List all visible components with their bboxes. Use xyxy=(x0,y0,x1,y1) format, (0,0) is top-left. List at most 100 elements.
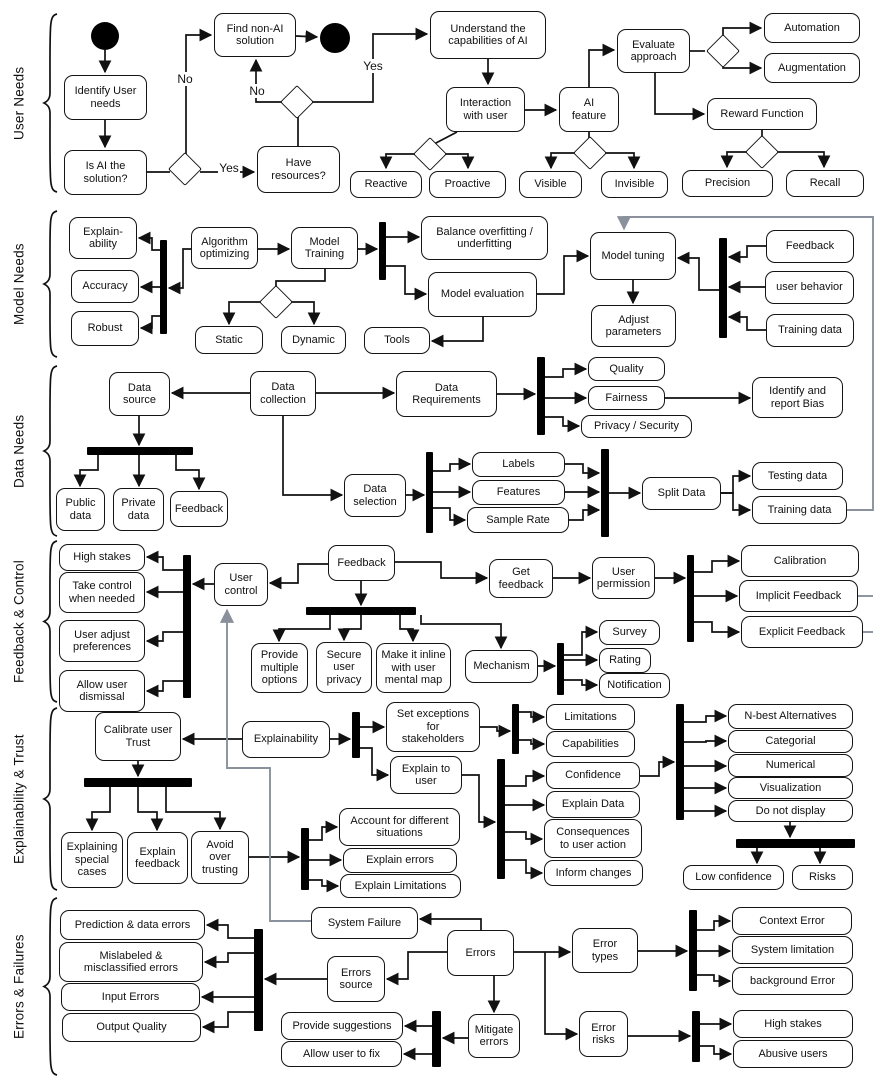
node-system-failure: System Failure xyxy=(311,907,418,939)
node-background-error: background Error xyxy=(732,967,853,995)
node-fork-bar-errors-3 xyxy=(689,910,697,991)
section-label-errors-failures: Errors & Failures xyxy=(11,934,27,1039)
node-confidence: Confidence xyxy=(546,762,640,789)
node-n-best-alternatives: N-best Alternatives xyxy=(728,704,853,729)
node-label-no-1: No xyxy=(176,72,194,86)
section-label-user-needs: User Needs xyxy=(11,66,27,140)
node-identify-report-bias: Identify and report Bias xyxy=(752,377,843,418)
node-do-not-display: Do not display xyxy=(728,800,853,822)
node-high-stakes-errors: High stakes xyxy=(733,1010,853,1038)
node-data-selection: Data selection xyxy=(344,474,406,517)
section-label-explainability-trust: Explainability & Trust xyxy=(11,734,27,864)
node-fork-bar-errors-4 xyxy=(692,1011,700,1062)
node-privacy-security: Privacy / Security xyxy=(581,415,692,438)
node-explicit-feedback: Explicit Feedback xyxy=(741,616,863,648)
node-join-bar-errors-2 xyxy=(432,1011,441,1067)
node-calibration: Calibration xyxy=(741,545,859,577)
node-data-requirements: Data Requirements xyxy=(396,371,497,417)
node-fork-bar-model-1 xyxy=(160,240,167,334)
node-fork-bar-control-4 xyxy=(557,643,564,695)
node-join-bar-data-4 xyxy=(601,449,609,537)
node-understand-capabilities-ai: Understand the capabilities of AI xyxy=(430,11,546,59)
node-label-no-2: No xyxy=(248,84,266,98)
node-provide-suggestions: Provide suggestions xyxy=(281,1012,403,1040)
node-quality: Quality xyxy=(588,357,665,381)
node-implicit-feedback: Implicit Feedback xyxy=(739,580,858,612)
node-sample-rate: Sample Rate xyxy=(467,507,569,533)
node-fork-bar-trust-4 xyxy=(512,704,519,754)
node-consequences-user-action: Consequences to user action xyxy=(544,819,642,858)
node-accuracy: Accuracy xyxy=(71,270,139,303)
node-allow-user-to-fix: Allow user to fix xyxy=(281,1041,402,1067)
node-testing-data: Testing data xyxy=(752,462,843,490)
node-visible: Visible xyxy=(519,171,582,198)
node-user-permission: User permission xyxy=(592,557,655,599)
node-fork-bar-data-1 xyxy=(87,447,193,455)
node-decision-7 xyxy=(259,285,293,319)
node-fork-bar-control-2 xyxy=(306,607,416,615)
node-private-data: Private data xyxy=(113,488,164,531)
node-fork-bar-data-2 xyxy=(426,452,433,533)
node-rating: Rating xyxy=(599,648,651,673)
node-mechanism: Mechanism xyxy=(465,650,538,683)
node-visualization: Visualization xyxy=(728,777,853,799)
node-user-behavior: user behavior xyxy=(765,271,854,304)
node-prediction-data-errors: Prediction & data errors xyxy=(60,910,205,940)
node-risks: Risks xyxy=(792,865,853,890)
node-set-exceptions-stakeholders: Set exceptions for stakeholders xyxy=(386,702,480,752)
node-join-bar-control-1 xyxy=(183,555,191,698)
node-explain-to-user: Explain to user xyxy=(390,756,462,794)
node-reward-function: Reward Function xyxy=(707,98,817,130)
node-explain-data: Explain Data xyxy=(546,791,640,818)
node-labels: Labels xyxy=(472,452,565,477)
node-decision-2 xyxy=(280,85,314,119)
node-avoid-over-trusting: Avoid over trusting xyxy=(191,831,249,884)
node-decision-5 xyxy=(706,34,740,68)
node-notification: Notification xyxy=(599,673,670,698)
node-fork-bar-trust-2 xyxy=(301,828,309,890)
node-public-data: Public data xyxy=(56,488,105,531)
node-explaining-special-cases: Explaining special cases xyxy=(61,832,123,888)
node-fork-bar-model-2 xyxy=(379,222,386,280)
node-fork-bar-trust-6 xyxy=(676,704,684,820)
node-find-non-ai-solution: Find non-AI solution xyxy=(214,13,296,57)
node-fork-bar-trust-7 xyxy=(736,839,855,848)
node-decision-1 xyxy=(168,152,202,186)
node-explainability: Explainability xyxy=(242,721,330,758)
node-errors-source: Errors source xyxy=(327,956,385,1002)
node-user-control: User control xyxy=(214,563,268,606)
node-training-data: Training data xyxy=(752,496,847,524)
node-split-data: Split Data xyxy=(642,477,721,510)
node-error-risks: Error risks xyxy=(579,1011,628,1057)
node-automation: Automation xyxy=(764,13,860,43)
node-abusive-users: Abusive users xyxy=(733,1040,853,1068)
node-limitations: Limitations xyxy=(546,704,635,730)
node-error-types: Error types xyxy=(572,928,638,973)
node-provide-multiple-options: Provide multiple options xyxy=(251,643,308,693)
node-dynamic: Dynamic xyxy=(281,326,346,354)
section-label-model-needs: Model Needs xyxy=(11,243,27,325)
node-recall: Recall xyxy=(786,170,864,197)
node-evaluate-approach: Evaluate approach xyxy=(617,29,690,73)
node-explain-ability: Explain- ability xyxy=(69,217,137,259)
node-join-bar-errors-1 xyxy=(254,929,263,1031)
node-balance-overfitting: Balance overfitting / underfitting xyxy=(421,216,548,260)
node-data-source: Data source xyxy=(109,372,170,416)
node-numerical: Numerical xyxy=(728,754,853,777)
node-secure-user-privacy: Secure user privacy xyxy=(316,642,372,693)
node-model-evaluation: Model evaluation xyxy=(428,272,537,317)
node-fork-bar-control-3 xyxy=(687,555,694,642)
node-input-errors: Input Errors xyxy=(61,983,200,1011)
node-feedback-data: Feedback xyxy=(170,491,228,527)
node-start xyxy=(91,22,119,50)
node-user-adjust-preferences: User adjust preferences xyxy=(59,620,145,662)
node-mislabeled-misclassified: Mislabeled & misclassified errors xyxy=(59,942,203,982)
node-make-it-inline: Make it inline with user mental map xyxy=(376,643,451,693)
node-categorial: Categorial xyxy=(728,730,853,753)
node-errors: Errors xyxy=(447,930,514,976)
node-calibrate-user-trust: Calibrate user Trust xyxy=(95,712,181,761)
node-explain-feedback: Explain feedback xyxy=(127,832,188,884)
node-features: Features xyxy=(472,480,565,505)
node-explain-errors: Explain errors xyxy=(343,848,457,873)
